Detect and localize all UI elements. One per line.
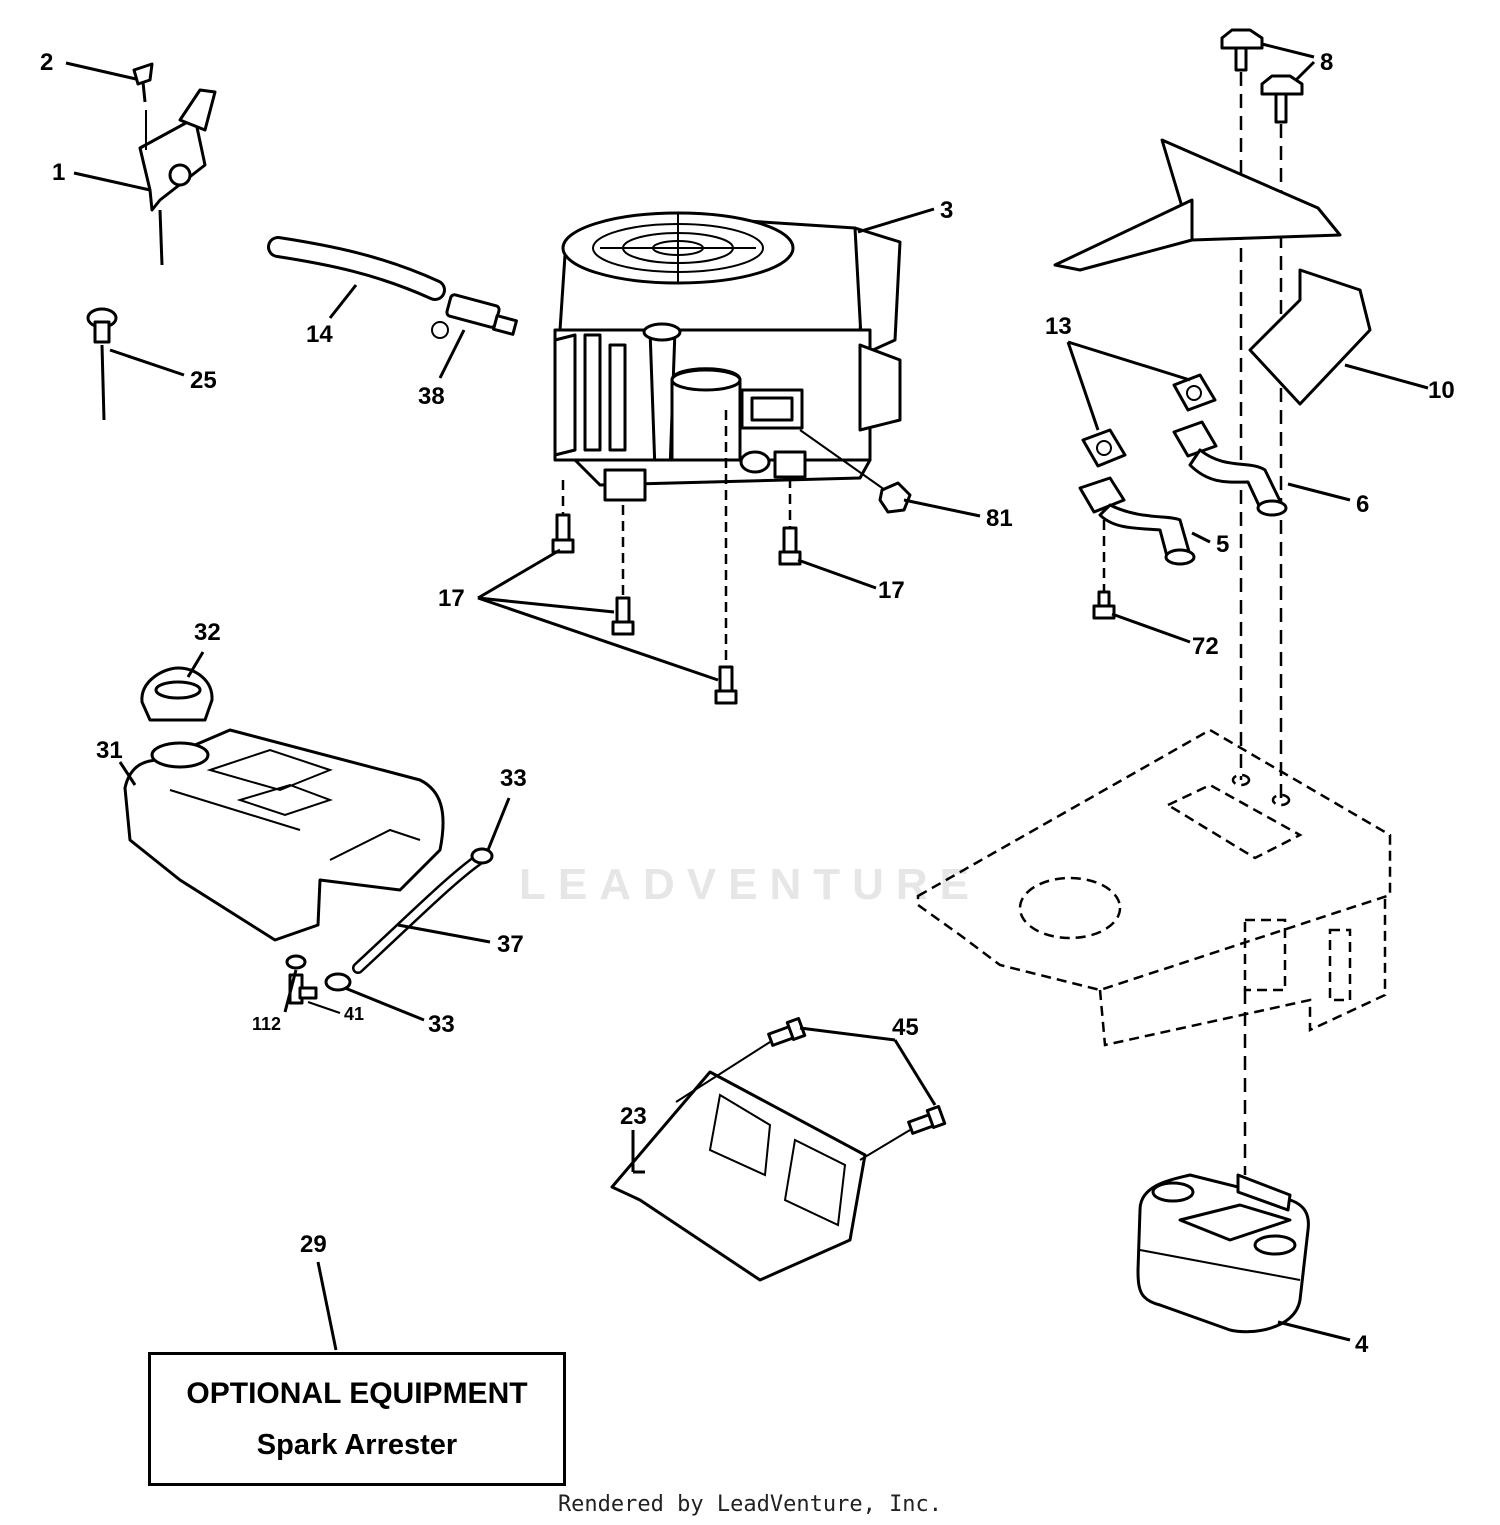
callout-10: 10 — [1428, 377, 1455, 404]
exhaust-pipe-5-part — [1078, 476, 1196, 566]
callout-4: 4 — [1355, 1331, 1369, 1358]
optional-equipment-box: OPTIONAL EQUIPMENT Spark Arrester — [148, 1352, 566, 1486]
engine-part — [553, 211, 902, 502]
callout-2: 1 — [52, 159, 65, 186]
callout-6: 6 — [1356, 491, 1369, 518]
callout-37: 37 — [497, 931, 524, 958]
callout-33-top: 33 — [500, 765, 527, 792]
fuel-fitting-part — [431, 293, 518, 339]
callout-17-left: 17 — [438, 585, 465, 612]
callout-112: 112 — [252, 1014, 281, 1034]
callout-23: 23 — [620, 1103, 647, 1130]
clamp-33-top-part — [470, 847, 494, 865]
callout-41: 41 — [344, 1004, 364, 1024]
callout-72: 72 — [1192, 633, 1219, 660]
bolt-72-part — [1092, 590, 1116, 620]
callout-1: 2 — [40, 49, 53, 76]
fuel-tank-part — [123, 728, 445, 942]
watermark-text: LEADVENTURE — [518, 860, 982, 909]
muffler-part — [1136, 1173, 1310, 1334]
callout-5: 5 — [1216, 531, 1229, 558]
gasket-13-parts — [1081, 373, 1217, 468]
callout-29: 29 — [300, 1231, 327, 1258]
callout-3: 3 — [940, 197, 953, 224]
fuel-hose-part — [267, 236, 446, 301]
dipstick-part — [86, 307, 118, 421]
fuel-line-37-part — [352, 854, 484, 974]
shield-plate-23-part — [610, 1070, 867, 1282]
callout-17-right: 17 — [878, 577, 905, 604]
throttle-control-part — [132, 62, 217, 266]
callout-13: 13 — [1045, 313, 1072, 340]
callout-8: 8 — [1320, 49, 1333, 76]
bolt-17-parts — [551, 513, 802, 705]
frame-outline — [916, 728, 1392, 1047]
exhaust-pipe-6-part — [1172, 420, 1288, 517]
optional-equipment-title: OPTIONAL EQUIPMENT — [186, 1377, 528, 1410]
footer-credit: Rendered by LeadVenture, Inc. — [557, 1492, 943, 1517]
nut-81-part — [878, 481, 912, 514]
screw-45-parts — [767, 1016, 947, 1135]
screw-8-parts — [1220, 28, 1304, 124]
callout-32: 32 — [194, 619, 221, 646]
clamp-33-bottom-part — [324, 972, 352, 992]
fuel-cap-part — [140, 666, 214, 722]
callout-14: 14 — [306, 321, 333, 348]
callout-33-bottom: 33 — [428, 1011, 455, 1038]
fuel-fitting-41-part — [285, 954, 318, 1005]
callout-38: 38 — [418, 383, 445, 410]
callout-25: 25 — [190, 367, 217, 394]
callout-31: 31 — [96, 737, 123, 764]
callout-81: 81 — [986, 505, 1013, 532]
heat-shield-part — [1053, 138, 1372, 406]
optional-equipment-subtitle: Spark Arrester — [256, 1429, 458, 1461]
callout-45: 45 — [892, 1014, 919, 1041]
